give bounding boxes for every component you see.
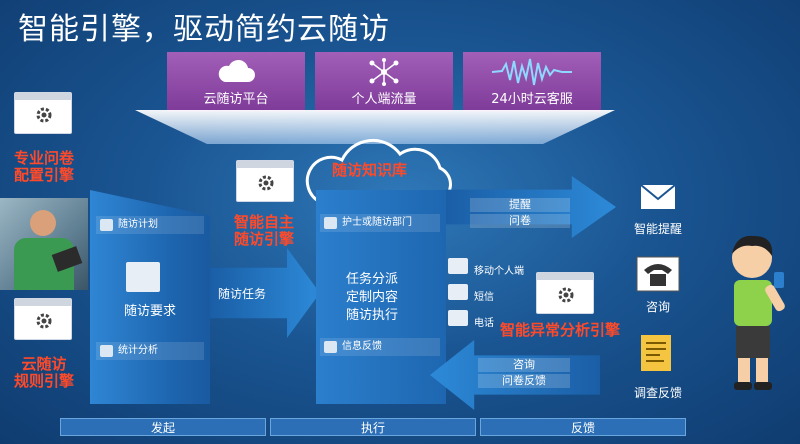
right-label: 调查反馈 [633, 386, 682, 400]
dept-row: 护士或随访部门 [320, 214, 440, 232]
nurse-icon [324, 217, 337, 229]
doctor-photo [0, 198, 88, 290]
exec-line: 定制内容 [346, 290, 399, 305]
anomaly-engine-label: 智能异常分析引擎 [500, 321, 621, 339]
right-label: 咨询 [645, 300, 670, 314]
knowledge-base-label: 随访知识库 [332, 161, 408, 179]
in-item: 咨询 [478, 358, 570, 372]
page-title: 智能引擎，驱动简约云随访 [18, 12, 390, 47]
gear-icon [258, 175, 274, 191]
tile-label: 个人端流量 [351, 92, 417, 107]
engine-box [236, 160, 294, 202]
tile-label: 24小时云客服 [491, 92, 573, 107]
out-item: 问卷 [470, 214, 570, 228]
telephone-icon [636, 256, 680, 292]
feedback-icon [324, 341, 337, 353]
tile-customer-service: 24小时云客服 [463, 52, 601, 112]
channel-label: 电话 [474, 318, 494, 329]
survey-form-icon [641, 335, 671, 371]
sound-wave-icon [492, 58, 572, 86]
calendar-icon [100, 219, 113, 231]
stats-row: 统计分析 [96, 342, 204, 360]
tile-cloud-platform: 云随访平台 [167, 52, 305, 112]
questionnaire-engine-label: 专业问卷 配置引擎 [13, 149, 74, 184]
envelope-icon [640, 184, 676, 209]
cloud-outline-icon [305, 138, 452, 204]
cloud-icon [218, 59, 255, 82]
gear-icon [558, 287, 574, 303]
tile-label: 云随访平台 [203, 92, 269, 107]
phase-initiate: 发起 [60, 418, 266, 436]
phone-icon [448, 310, 468, 326]
autonomous-engine-label: 智能自主 随访引擎 [233, 213, 294, 248]
person-with-phone-icon [732, 235, 785, 390]
phase-feedback: 反馈 [480, 418, 686, 436]
chart-icon [100, 345, 113, 357]
gear-icon [36, 107, 52, 123]
task-arrow-label: 随访任务 [218, 287, 267, 301]
engine-box [14, 298, 72, 340]
channel-label: 短信 [474, 292, 494, 303]
in-item: 问卷反馈 [478, 374, 570, 388]
cloud-rules-engine-label: 云随访 规则引擎 [13, 355, 74, 390]
right-label: 智能提醒 [633, 222, 682, 236]
exec-line: 随访执行 [346, 308, 399, 323]
light-beam [135, 110, 615, 144]
feedback-row: 信息反馈 [320, 338, 440, 356]
mobile-icon [448, 258, 468, 274]
channel-label: 移动个人端 [474, 266, 524, 277]
sms-icon [448, 284, 468, 300]
requirement-icon [126, 262, 160, 292]
gear-icon [36, 313, 52, 329]
engine-box [536, 272, 594, 314]
out-item: 提醒 [470, 198, 570, 212]
execute-panel [316, 190, 446, 404]
engine-box [14, 92, 72, 134]
requirement-label: 随访要求 [124, 304, 177, 319]
exec-line: 任务分派 [346, 272, 399, 287]
network-nodes-icon [369, 58, 399, 86]
phase-execute: 执行 [270, 418, 476, 436]
tile-personal-traffic: 个人端流量 [315, 52, 453, 112]
plan-row: 随访计划 [96, 216, 204, 234]
